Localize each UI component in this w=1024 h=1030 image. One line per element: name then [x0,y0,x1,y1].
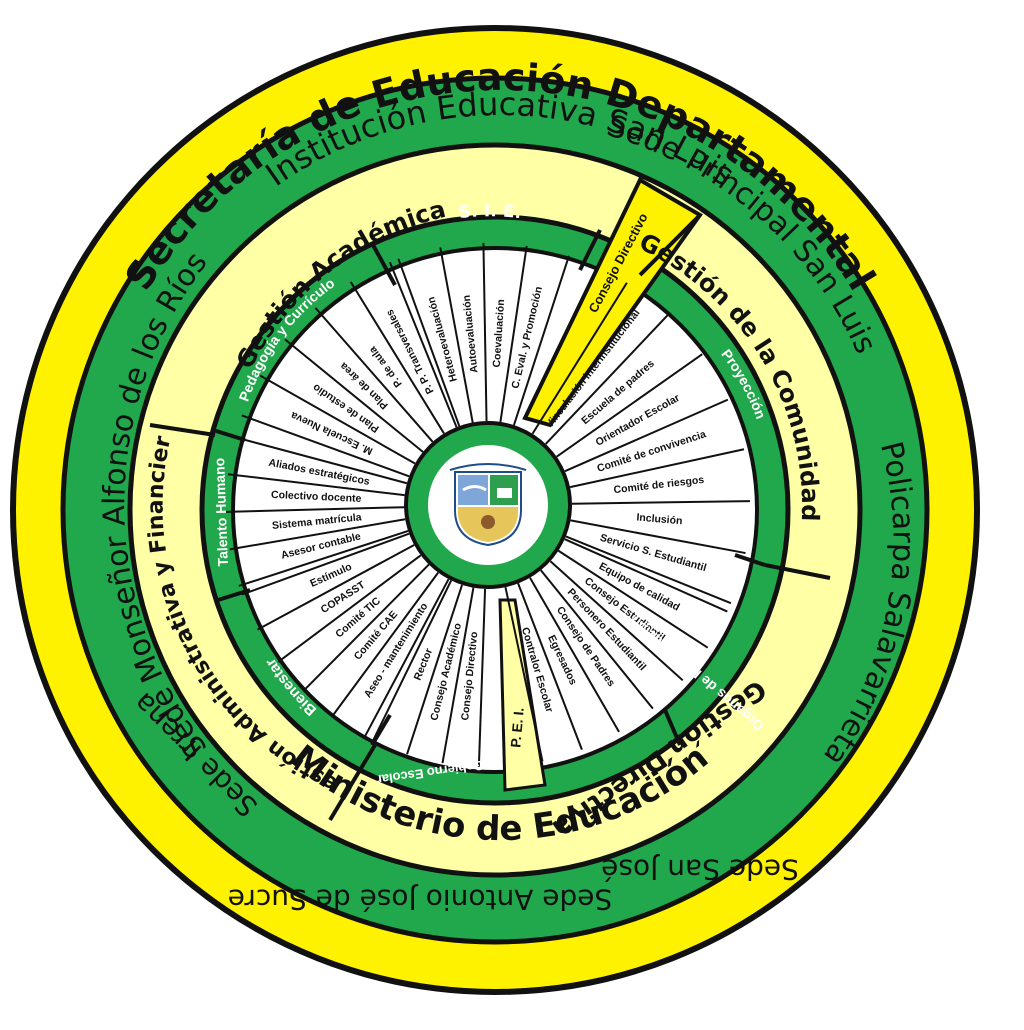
spoke-divider [314,307,434,443]
spoke-divider [557,549,709,649]
process-dividers [212,229,766,747]
spoke-label-talento: Colectivo docente [271,489,362,505]
spoke-divider [439,247,474,423]
spoke-divider [564,398,729,473]
spoke-divider [556,353,703,458]
spoke-divider [349,281,445,434]
spoke-divider [302,563,430,692]
spoke-divider [364,578,450,737]
spoke-divider [571,500,750,505]
spoke-divider [241,414,410,478]
spoke-divider [241,532,410,596]
spoke-divider [531,282,628,435]
spoke-divider [529,577,620,733]
spoke-divider [257,544,415,631]
spoke-divider [549,560,684,682]
spoke-divider [372,580,453,741]
spoke-dividers [226,243,750,767]
spoke-divider [226,506,405,513]
spoke-divider [477,588,487,767]
talento-process-label: Talento Humano [211,458,231,567]
spoke-divider [517,583,583,750]
spoke-divider [540,569,654,710]
institution-shield-icon [449,463,527,547]
spoke-divider [238,530,409,587]
spoke-divider [388,261,458,428]
spoke-divider [284,338,424,453]
spoke-divider [259,374,416,465]
spoke-label-proyeccion: Inclusión [636,511,683,527]
spoke-divider [441,587,475,764]
spoke-divider [482,243,488,422]
spoke-divider [513,255,570,426]
sede-sucre-label: Sede Antonio José de Sucre [228,883,613,916]
spoke-divider [331,572,439,717]
spoke-divider [229,518,406,551]
pei-sector-label: P. E. I. [507,707,526,748]
spoke-divider [406,584,463,755]
management-dividers [149,213,831,822]
spoke-divider [564,538,728,613]
spoke-divider [565,535,732,605]
spoke-divider [397,258,461,427]
spoke-divider [499,245,528,423]
sie-process-label: S. I. E. [458,201,523,223]
spoke-divider [227,473,405,497]
spoke-divider [570,519,746,555]
spoke-divider [504,586,544,762]
sede-san-jose-label: Sede San José [601,853,799,886]
spoke-divider [569,448,745,489]
spoke-divider [277,554,422,663]
spoke-label-sie: Coevaluación [491,299,507,368]
spoke-divider [545,314,669,445]
spoke-divider [234,436,408,485]
